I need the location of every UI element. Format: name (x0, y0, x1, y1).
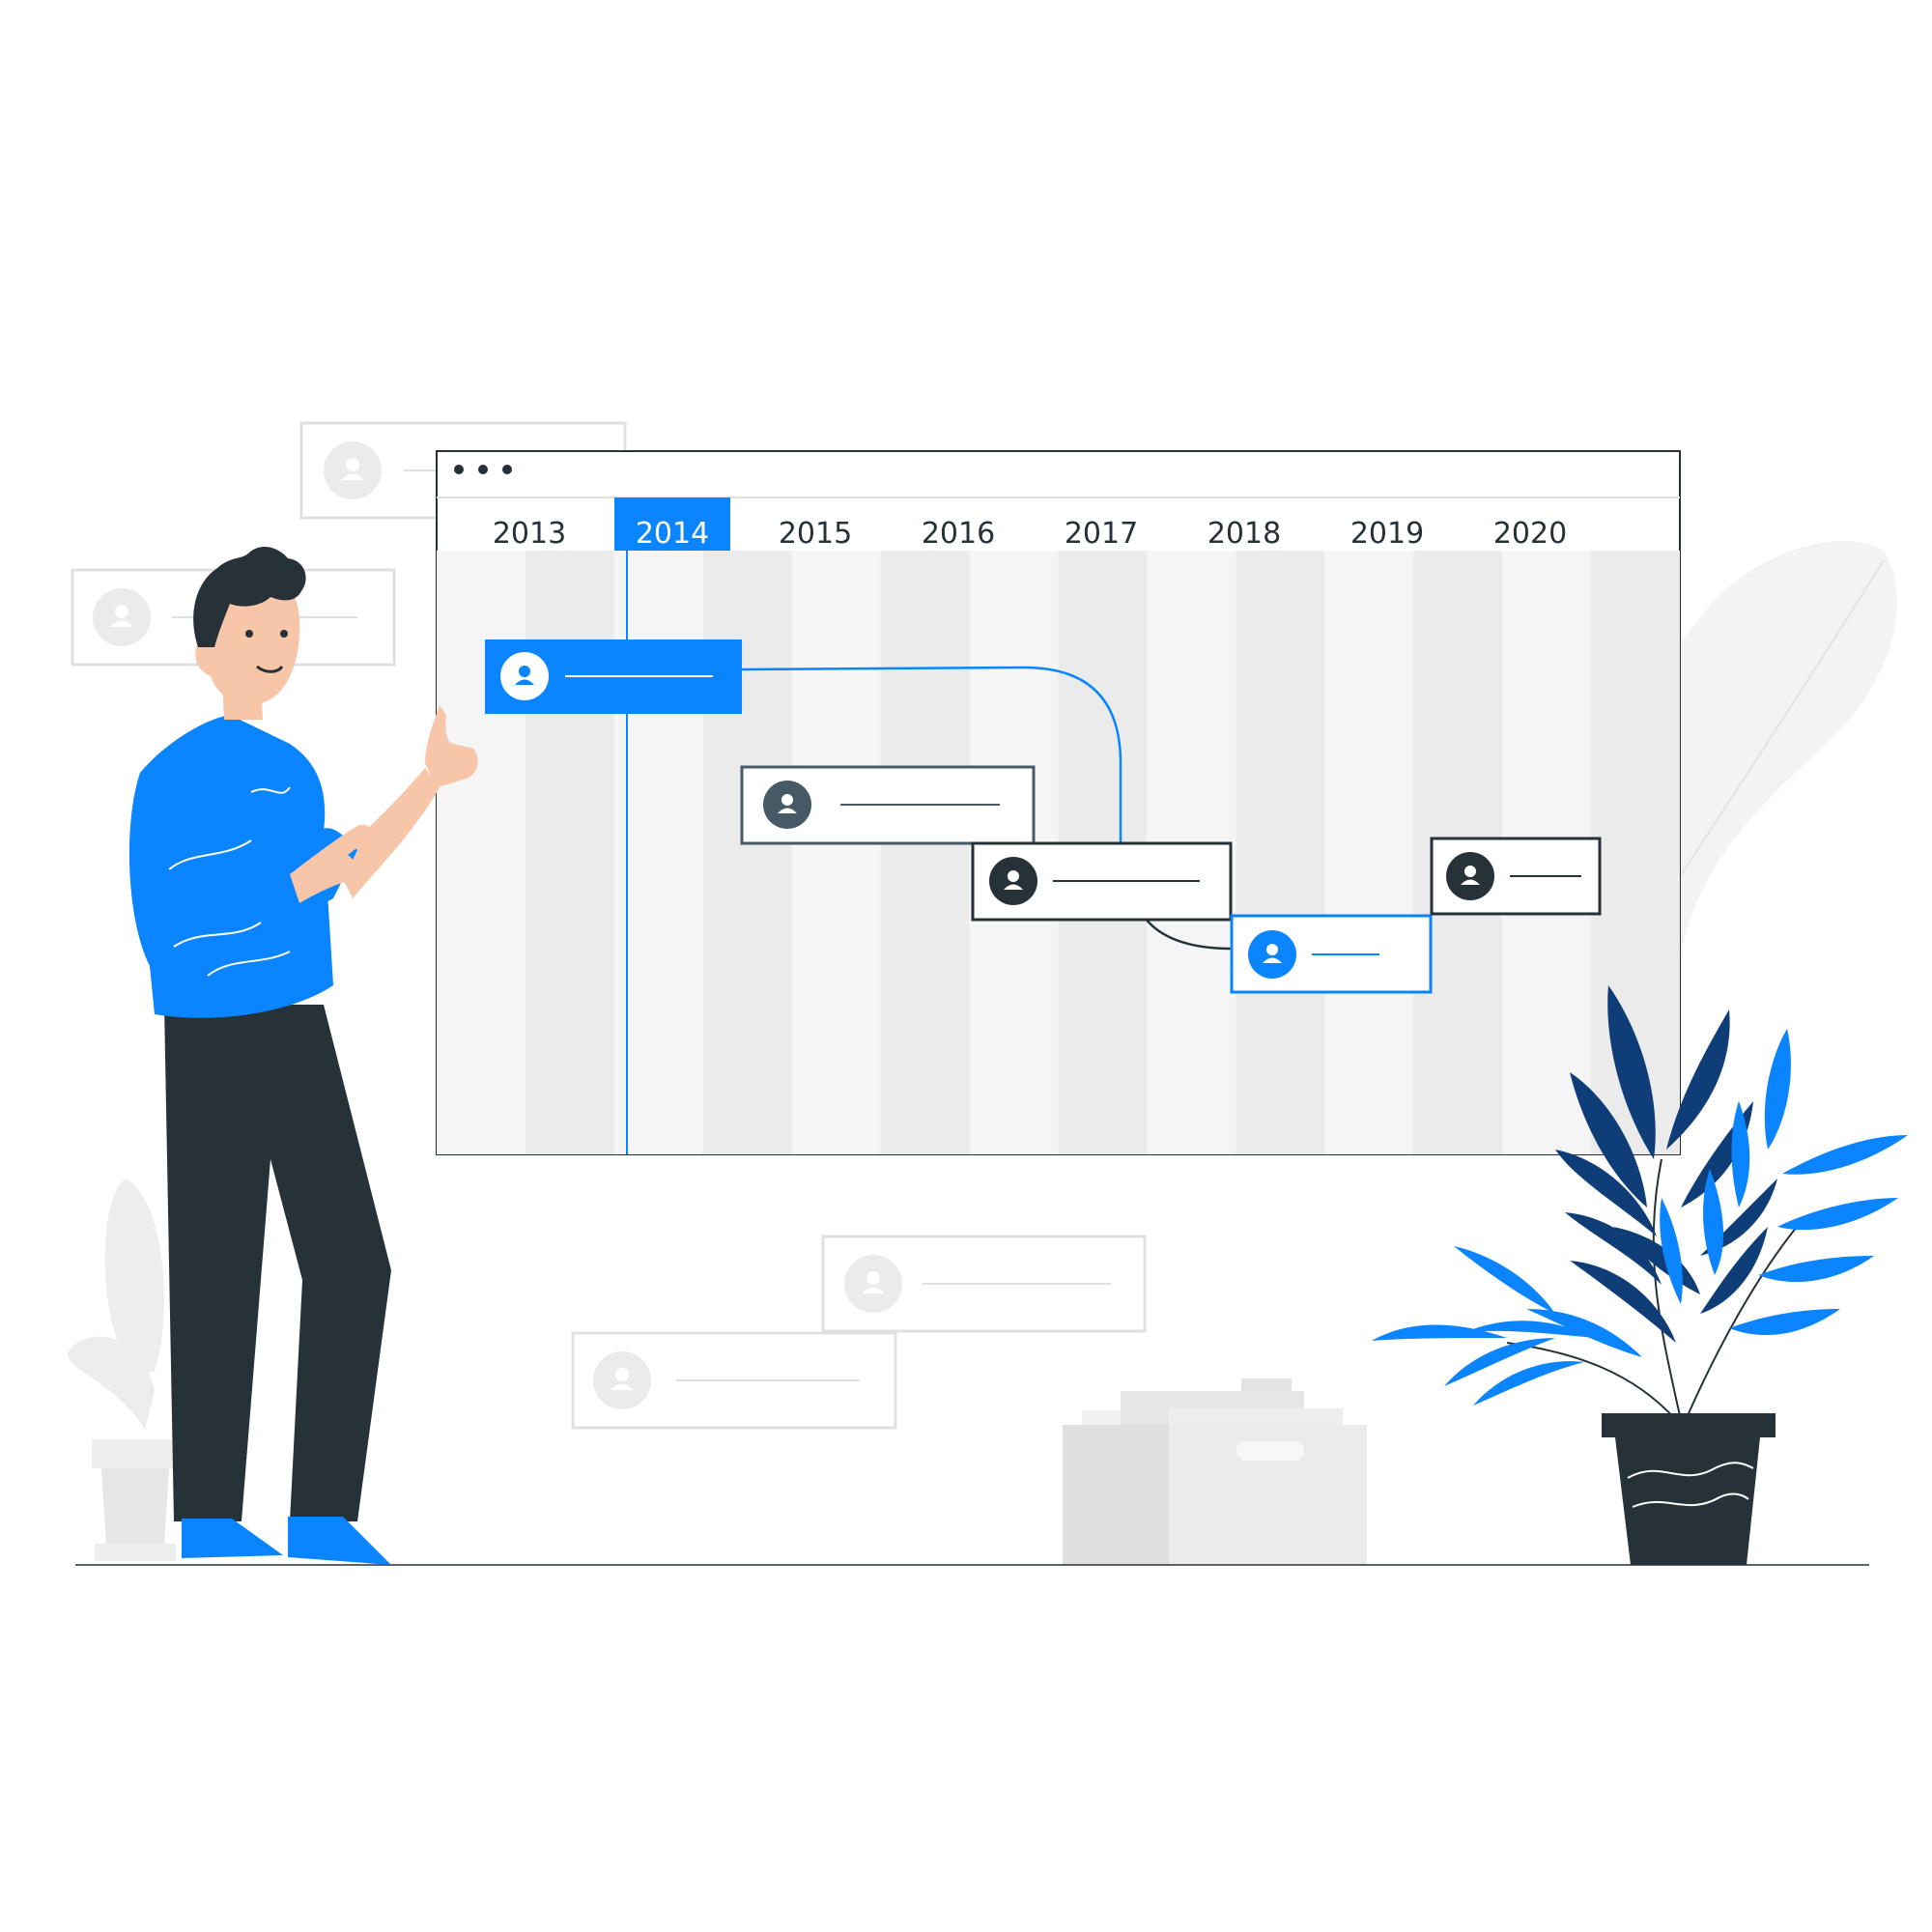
timeline-card[interactable] (1430, 837, 1602, 916)
year-column (1236, 551, 1325, 1154)
user-icon (110, 605, 133, 627)
user-icon (341, 458, 364, 480)
person-illustration (128, 546, 478, 1565)
year-tab-2019[interactable]: 2019 (1350, 517, 1424, 551)
three-dots-icon[interactable] (454, 465, 512, 474)
timeline-card[interactable] (1230, 914, 1433, 994)
year-tab-2020[interactable]: 2020 (1493, 517, 1567, 551)
user-icon (611, 1368, 634, 1390)
year-label: 2016 (922, 517, 995, 551)
background-plant-icon (68, 1179, 179, 1561)
connector-line (741, 666, 1122, 843)
year-label: 2018 (1208, 517, 1281, 551)
shoe-icon (288, 1517, 391, 1565)
timeline-card[interactable] (740, 765, 1036, 845)
year-tab-2014[interactable]: 2014 (614, 497, 730, 551)
user-icon (1461, 866, 1480, 885)
year-tab-2013[interactable]: 2013 (493, 517, 566, 551)
year-column (791, 551, 881, 1154)
timeline-window: 2013 2014 2015 2016 2017 2018 2019 2020 (436, 450, 1681, 1155)
year-tab-2018[interactable]: 2018 (1208, 517, 1281, 551)
year-label: 2015 (779, 517, 852, 551)
year-label: 2014 (636, 517, 709, 551)
selected-year-highlight (614, 497, 730, 551)
user-icon (1263, 944, 1282, 963)
year-column (880, 551, 970, 1154)
timeline-card[interactable] (971, 841, 1233, 922)
faded-card (821, 1235, 1147, 1333)
connector-line (1144, 917, 1233, 951)
timeline-card[interactable] (485, 639, 742, 714)
year-label: 2013 (493, 517, 566, 551)
year-tab-2016[interactable]: 2016 (922, 517, 995, 551)
year-label: 2017 (1065, 517, 1138, 551)
user-icon (1004, 870, 1023, 890)
year-header: 2013 2014 2015 2016 2017 2018 2019 2020 (493, 497, 1567, 551)
year-tab-2017[interactable]: 2017 (1065, 517, 1138, 551)
faded-card (571, 1331, 897, 1430)
pot-icon (1602, 1413, 1776, 1565)
year-label: 2020 (1493, 517, 1567, 551)
user-icon (862, 1271, 885, 1293)
user-icon (778, 794, 797, 813)
year-label: 2019 (1350, 517, 1424, 551)
shoe-icon (182, 1519, 283, 1558)
user-icon (515, 666, 534, 685)
box-icon (1063, 1378, 1367, 1565)
year-column (1324, 551, 1414, 1154)
plant-icon (1372, 985, 1908, 1565)
year-tab-2015[interactable]: 2015 (779, 517, 852, 551)
